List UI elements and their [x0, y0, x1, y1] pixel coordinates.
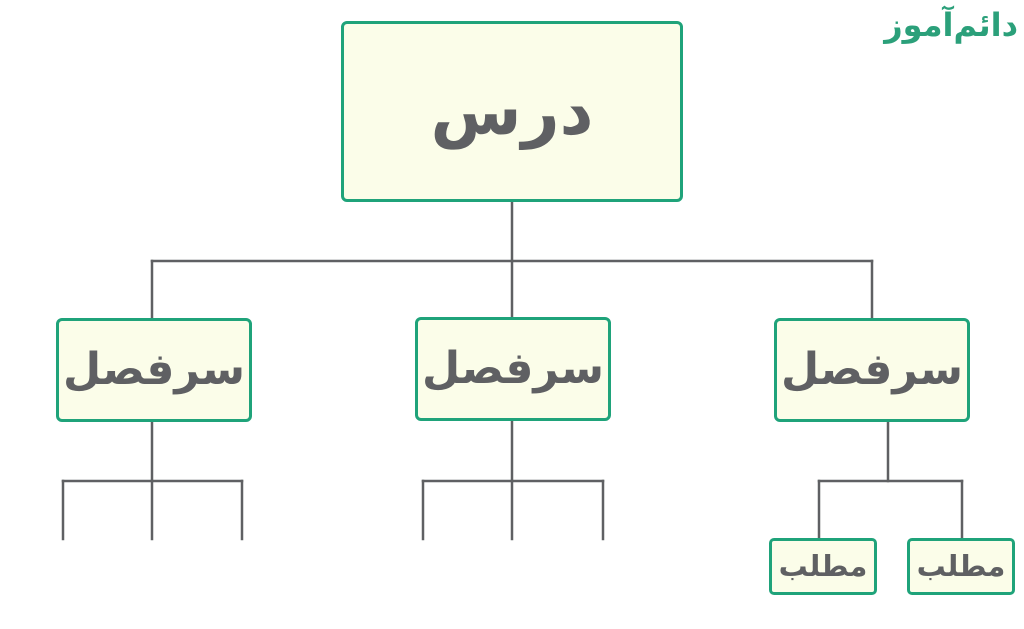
heading-node-label: سرفصل	[421, 343, 605, 394]
root-node-lesson: درس	[341, 21, 683, 202]
heading-node-left: سرفصل	[56, 318, 252, 422]
heading-node-middle: سرفصل	[415, 317, 611, 421]
brand-logo: دائم‌آموز	[884, 6, 1019, 44]
topic-node-right-2: مطلب	[769, 538, 877, 595]
heading-node-label: سرفصل	[62, 344, 246, 395]
topic-node-right-1: مطلب	[907, 538, 1015, 595]
heading-node-label: سرفصل	[780, 344, 964, 395]
brand-logo-text: دائم‌آموز	[884, 6, 1019, 44]
heading-node-right: سرفصل	[774, 318, 970, 422]
topic-node-label: مطلب	[916, 549, 1006, 583]
topic-node-label: مطلب	[778, 549, 868, 583]
root-node-label: درس	[430, 72, 594, 150]
